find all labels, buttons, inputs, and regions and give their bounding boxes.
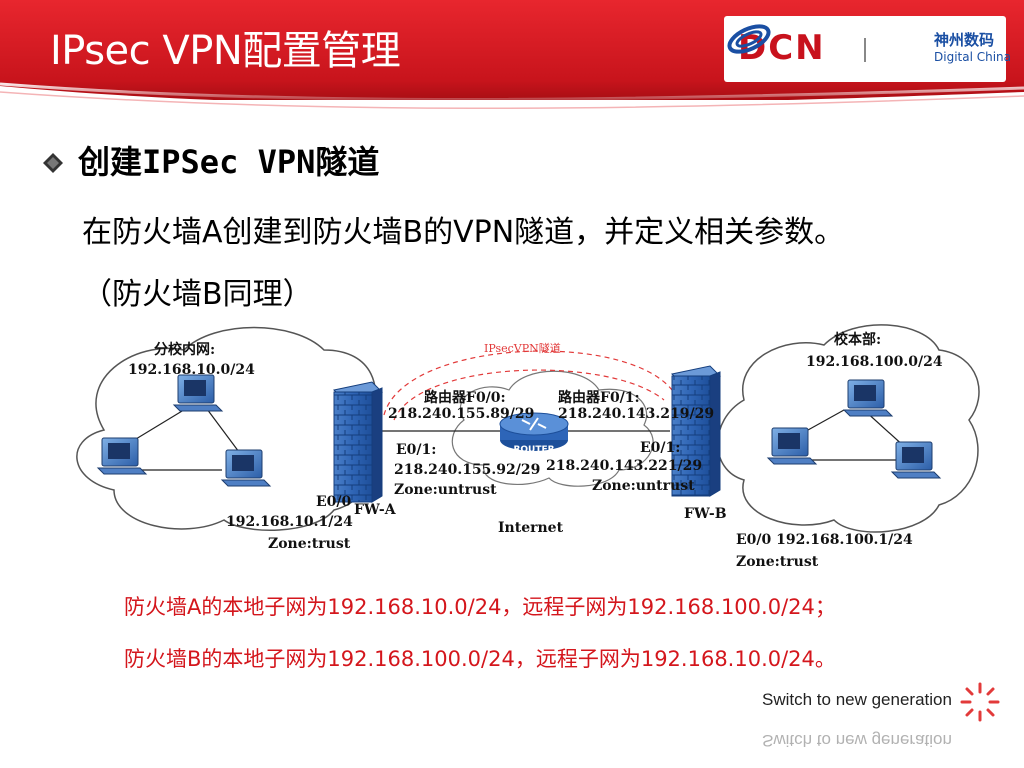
right-campus-cloud	[717, 324, 980, 533]
fwa-e01-label: E0/1:	[396, 442, 436, 458]
left-pc-top	[172, 374, 224, 412]
brand-chinese-name: 神州数码	[934, 31, 995, 49]
router-f01-ip: 218.240.143.219/29	[558, 406, 714, 422]
router-icon: ROUTER	[499, 412, 569, 455]
router-label: ROUTER	[513, 445, 554, 455]
footer-slogan-reflection: Switch to new generation	[762, 731, 952, 750]
right-pc-bottom-left	[766, 427, 818, 465]
left-pc-bottom-right	[220, 449, 272, 487]
router-f00-label: 路由器F0/0:	[424, 389, 506, 406]
firewall-a	[332, 381, 384, 503]
page-title: IPsec VPN配置管理	[50, 28, 401, 74]
fwb-e01-ip: 218.240.143.221/29	[546, 458, 702, 474]
note-line-2: 防火墙B的本地子网为192.168.100.0/24，远程子网为192.168.…	[124, 647, 836, 671]
fwb-e01-label: E0/1:	[640, 440, 680, 456]
fwa-e00-zone: Zone:trust	[268, 536, 351, 552]
digital-china-swirl-icon	[727, 24, 771, 54]
network-topology-diagram: IPsecVPN隧道	[76, 324, 980, 570]
right-pc-bottom-right	[890, 441, 942, 479]
fwb-e00: E0/0 192.168.100.1/24	[736, 532, 913, 548]
left-link-2	[203, 404, 240, 453]
note-line-1: 防火墙A的本地子网为192.168.10.0/24，远程子网为192.168.1…	[124, 595, 836, 619]
tunnel-label: IPsecVPN隧道	[484, 341, 561, 355]
fwa-e01-zone: Zone:untrust	[394, 482, 497, 498]
router-f00-ip: 218.240.155.89/29	[388, 406, 534, 422]
fwa-e00-label: E0/0	[316, 494, 352, 510]
right-pc-top	[842, 379, 894, 417]
section-heading: 创建IPSec VPN隧道	[78, 143, 380, 181]
description-line-2: （防火墙B同理）	[82, 277, 313, 312]
ipsec-tunnel-arc-inner	[393, 369, 665, 421]
router-f01-label: 路由器F0/1:	[558, 389, 640, 406]
brand-english-name: Digital China	[934, 50, 1012, 64]
left-pc-bottom-left	[96, 437, 148, 475]
internet-label: Internet	[498, 520, 564, 536]
ipsec-tunnel-arc-outer	[383, 350, 673, 416]
fwb-e01-zone: Zone:untrust	[592, 478, 695, 494]
fwb-name: FW-B	[684, 506, 727, 522]
right-zone-subnet: 192.168.100.0/24	[806, 354, 943, 370]
fwb-e00-zone: Zone:trust	[736, 554, 819, 570]
brand-logo: DCN 神州数码 Digital China	[724, 16, 1011, 82]
left-zone-subnet: 192.168.10.0/24	[128, 362, 255, 378]
footer-slogan: Switch to new generation	[762, 690, 952, 709]
header-band: IPsec VPN配置管理 DCN 神州数码 Digital China	[0, 0, 1024, 110]
fwa-e01-ip: 218.240.155.92/29	[394, 462, 540, 478]
left-zone-name: 分校内网:	[154, 341, 215, 358]
firewall-b	[670, 365, 722, 497]
sparkle-burst-icon	[960, 682, 1000, 722]
diamond-bullet-icon	[43, 153, 63, 173]
right-zone-name: 校本部:	[834, 331, 881, 348]
fwa-name: FW-A	[354, 502, 397, 518]
description-line-1: 在防火墙A创建到防火墙B的VPN隧道，并定义相关参数。	[82, 215, 845, 250]
logo-divider	[864, 38, 866, 62]
fwa-e00-ip: 192.168.10.1/24	[226, 514, 353, 530]
